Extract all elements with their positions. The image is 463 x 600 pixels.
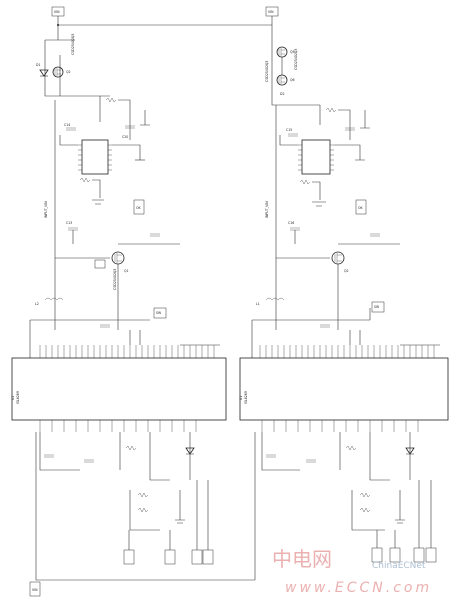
controller-u2 [11, 357, 227, 421]
q5-right-label: Q5 [290, 50, 295, 54]
diode-d1 [39, 69, 49, 77]
capacitor-c20 [125, 125, 135, 129]
c20-label: C20 [122, 135, 128, 139]
u1-ref-label: U1 [239, 396, 243, 400]
sw-left-label: SW [156, 311, 162, 315]
net-right-label: INPUT_VIN [265, 201, 269, 218]
right-channel: Q5 Q6 CSD25402Q3 CSD25402Q3 D2 C15 OK IN… [239, 36, 449, 580]
inductor-l1 [265, 297, 285, 301]
inductor-l2 [44, 297, 64, 301]
bottom-vin-tag [29, 581, 41, 597]
q2-left-label: Q2 [66, 70, 71, 74]
vin-rail: VIN VIN [51, 6, 279, 40]
watermark-url: www.ECCN.com [285, 580, 432, 596]
c13-left-label: C13 [66, 221, 72, 225]
sw-tag-right [371, 301, 385, 313]
controller-u1 [239, 357, 449, 421]
bottom-tag-right-2 [389, 547, 401, 563]
ok-tag-left [133, 199, 145, 215]
left-channel: D1 Q2 CSD25402Q3 C20 C14 OK INPUT_VIN [11, 34, 255, 597]
u2-ref-label: U2 [11, 396, 15, 400]
mosfet-q1-left [111, 251, 125, 265]
ok-left-label: OK [136, 206, 142, 210]
q6-right-label: Q6 [290, 78, 295, 82]
net-left-label: INPUT_VIN [44, 201, 48, 218]
c16-right-label: C16 [288, 221, 294, 225]
pkg-left-label: CSD25402Q3 [71, 34, 75, 55]
capacitor-c14-left [66, 127, 76, 131]
ok-tag-right [355, 199, 367, 215]
capacitor-c15 [288, 133, 298, 137]
d2-right-label: D2 [280, 92, 284, 96]
capacitor-c16 [290, 227, 300, 231]
bottom-tag-label: VIN [32, 588, 38, 592]
u2-part-label: ISL6269 [16, 391, 20, 404]
bottom-tag-left-3 [191, 549, 203, 565]
ok-right-label: OK [358, 206, 364, 210]
bottom-tag-left-1 [123, 549, 135, 565]
sw-right-label: SW [374, 305, 380, 309]
q-pad-left [94, 259, 106, 269]
q2-right-label: Q2 [344, 269, 349, 273]
watermark: 中电网 ChinaECNet www.ECCN.com [272, 547, 432, 596]
mosfet-q5-right [276, 46, 288, 58]
resistor-r2 [105, 97, 117, 103]
pkg-right-label-2: CSD25402Q3 [265, 61, 269, 82]
sw-tag-left [153, 307, 167, 319]
bottom-tag-right-4 [425, 547, 437, 563]
mosfet-q6-right [276, 74, 288, 86]
mosfet-q2-left [52, 66, 64, 78]
gate-driver-u4 [301, 139, 331, 175]
c15-right-label: C15 [286, 128, 292, 132]
bottom-tag-right-3 [413, 547, 425, 563]
bottom-tag-right-1 [371, 547, 383, 563]
q1-left-label: Q1 [124, 269, 129, 273]
vin-tag-right-label: VIN [268, 10, 274, 14]
l2-left-label: L2 [35, 302, 39, 306]
capacitor-c13 [68, 227, 78, 231]
u1-part-label: ISL6269 [244, 391, 248, 404]
d1-label: D1 [36, 63, 40, 67]
bottom-tag-left-2 [164, 549, 176, 565]
watermark-logo: ChinaECNet [372, 561, 426, 571]
pkg-left-label-2: CSD25402Q3 [113, 269, 117, 290]
pkg-right-label: CSD25402Q3 [294, 49, 298, 70]
mosfet-q2-right [331, 251, 345, 265]
gate-driver-u3 [81, 139, 109, 175]
c14-left-label: C14 [64, 123, 70, 127]
vin-tag-left-label: VIN [54, 10, 60, 14]
watermark-cn: 中电网 [272, 547, 332, 571]
l1-right-label: L1 [256, 302, 260, 306]
bottom-tag-left-4 [202, 549, 214, 565]
